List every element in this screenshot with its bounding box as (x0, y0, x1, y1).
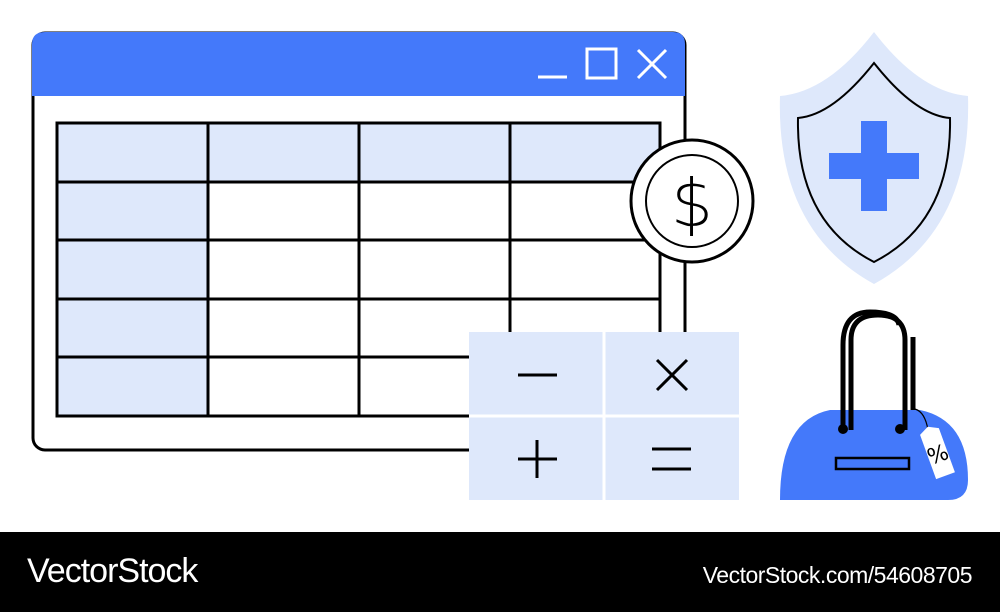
table-cell (206, 238, 361, 301)
watermark-footer: VectorStock VectorStock.com/54608705 (0, 532, 1000, 612)
image-reference: VectorStock.com/54608705 (702, 562, 973, 588)
plus-key-icon (518, 440, 557, 478)
table-cell (206, 121, 361, 184)
table-cell (55, 238, 210, 301)
table-cell (55, 297, 210, 359)
table-cell (357, 121, 512, 184)
table-cell (357, 238, 512, 301)
table-cell (357, 180, 512, 242)
maximize-icon (585, 47, 618, 80)
table-cell (55, 180, 210, 242)
dollar-coin-icon: $ (629, 138, 755, 264)
multiply-key-icon (655, 358, 689, 392)
close-icon (636, 48, 668, 80)
table-cell (206, 355, 361, 418)
vectorstock-logo: VectorStock (27, 552, 198, 590)
spreadsheet-table (55, 121, 662, 418)
table-cell (206, 180, 361, 242)
calculator-keypad (469, 332, 739, 500)
dollar-symbol: $ (671, 165, 713, 242)
table-cell (206, 297, 361, 359)
shopping-bag-icon: % (780, 309, 968, 500)
window-titlebar (32, 32, 685, 96)
equals-key-icon (652, 447, 691, 471)
illustration: $ % (31, 31, 969, 500)
table-cell (55, 355, 210, 418)
table-cell (55, 121, 210, 184)
table-cell (508, 238, 662, 301)
shield-plus-icon (779, 32, 969, 284)
